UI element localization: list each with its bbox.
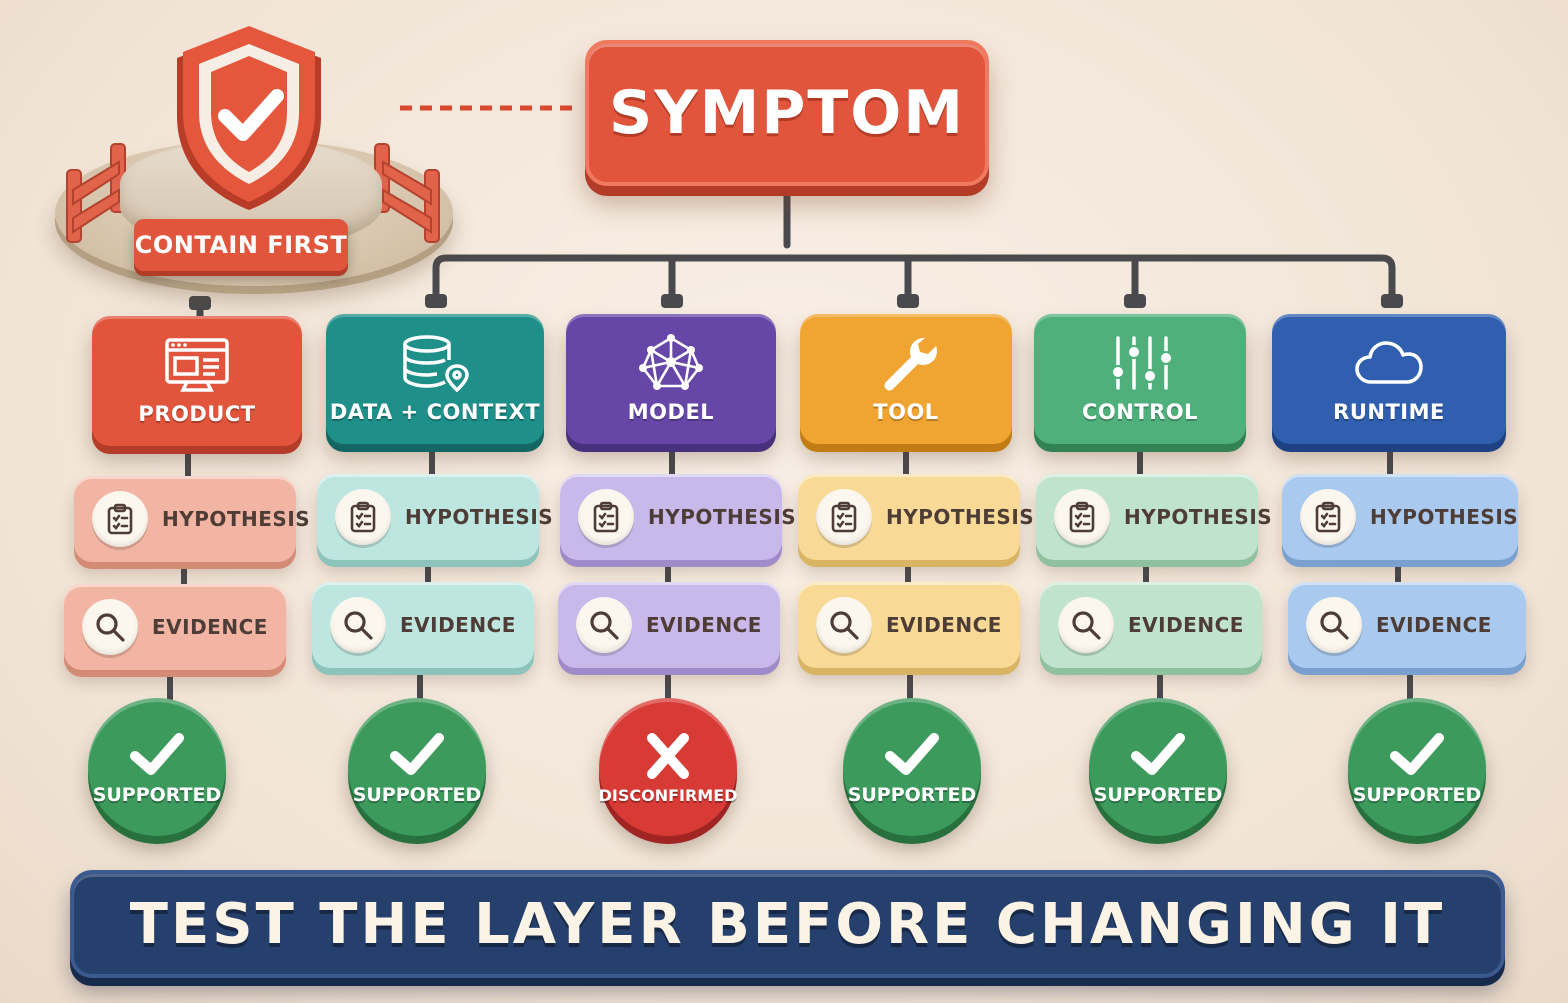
evidence-label: EVIDENCE [886, 613, 1002, 637]
hypothesis-label: HYPOTHESIS [648, 505, 797, 529]
hypothesis-label: HYPOTHESIS [886, 505, 1035, 529]
evidence-step[interactable]: EVIDENCE [558, 582, 780, 668]
layer-name: RUNTIME [1333, 400, 1445, 424]
layer-control[interactable]: CONTROL [1034, 314, 1246, 444]
verdict-badge: SUPPORTED [88, 698, 226, 836]
verdict-label: SUPPORTED [847, 784, 977, 806]
verdict-label: SUPPORTED [92, 784, 222, 806]
clipboard-icon [92, 491, 148, 547]
x-mark-icon [647, 732, 689, 779]
checkmark-icon [1131, 733, 1185, 775]
sliders-icon [1111, 336, 1173, 390]
symptom-label: SYMPTOM [609, 78, 965, 148]
checkmark-icon [1390, 733, 1444, 775]
wrench-icon [884, 337, 937, 391]
layer-name: MODEL [627, 400, 715, 424]
verdict-badge: SUPPORTED [1348, 698, 1486, 836]
symptom-node[interactable]: SYMPTOM [585, 40, 989, 186]
evidence-label: EVIDENCE [400, 613, 516, 637]
database-pin-icon [403, 335, 469, 392]
hypothesis-label: HYPOTHESIS [1370, 505, 1519, 529]
verdict-badge: DISCONFIRMED [599, 698, 737, 836]
evidence-step[interactable]: EVIDENCE [312, 582, 534, 668]
contain-first-label: CONTAIN FIRST [134, 219, 348, 271]
magnifier-icon [1058, 597, 1114, 653]
evidence-label: EVIDENCE [1376, 613, 1492, 637]
evidence-label: EVIDENCE [646, 613, 762, 637]
hypothesis-step[interactable]: HYPOTHESIS [1282, 474, 1518, 560]
hypothesis-step[interactable]: HYPOTHESIS [798, 474, 1034, 560]
verdict-label: DISCONFIRMED [598, 785, 738, 805]
magnifier-icon [816, 597, 872, 653]
hypothesis-label: HYPOTHESIS [1124, 505, 1273, 529]
browser-window-icon [165, 338, 229, 392]
clipboard-icon [335, 489, 391, 545]
shield-check-icon [177, 26, 321, 210]
footer-banner: TEST THE LAYER BEFORE CHANGING IT [70, 870, 1505, 978]
layer-data-context[interactable]: DATA + CONTEXT [326, 314, 544, 444]
verdict-badge: SUPPORTED [348, 698, 486, 836]
cloud-icon [1355, 341, 1423, 384]
clipboard-icon [1300, 489, 1356, 545]
verdict-label: SUPPORTED [352, 784, 482, 806]
checkmark-icon [390, 733, 444, 775]
evidence-label: EVIDENCE [1128, 613, 1244, 637]
verdict-label: SUPPORTED [1093, 784, 1223, 806]
layer-tool[interactable]: TOOL [800, 314, 1012, 444]
checkmark-icon [130, 733, 184, 775]
layer-name: CONTROL [1081, 400, 1199, 424]
layer-name: DATA + CONTEXT [329, 400, 541, 424]
hypothesis-step[interactable]: HYPOTHESIS [560, 474, 796, 560]
hypothesis-label: HYPOTHESIS [405, 505, 554, 529]
evidence-step[interactable]: EVIDENCE [1288, 582, 1526, 668]
hypothesis-step[interactable]: HYPOTHESIS [1036, 474, 1272, 560]
clipboard-icon [578, 489, 634, 545]
hypothesis-label: HYPOTHESIS [162, 507, 311, 531]
evidence-label: EVIDENCE [152, 615, 268, 639]
verdict-badge: SUPPORTED [843, 698, 981, 836]
hypothesis-step[interactable]: HYPOTHESIS [317, 474, 553, 560]
magnifier-icon [1306, 597, 1362, 653]
clipboard-icon [816, 489, 872, 545]
clipboard-icon [1054, 489, 1110, 545]
evidence-step[interactable]: EVIDENCE [64, 584, 286, 670]
layer-name: TOOL [873, 400, 939, 424]
evidence-step[interactable]: EVIDENCE [798, 582, 1020, 668]
layer-model[interactable]: MODEL [566, 314, 776, 444]
layer-product[interactable]: PRODUCT [92, 316, 302, 446]
magnifier-icon [82, 599, 138, 655]
banner-text: TEST THE LAYER BEFORE CHANGING IT [129, 891, 1446, 957]
magnifier-icon [330, 597, 386, 653]
magnifier-icon [576, 597, 632, 653]
evidence-step[interactable]: EVIDENCE [1040, 582, 1262, 668]
verdict-badge: SUPPORTED [1089, 698, 1227, 836]
hypothesis-step[interactable]: HYPOTHESIS [74, 476, 310, 562]
layer-name: PRODUCT [138, 402, 256, 426]
checkmark-icon [885, 733, 939, 775]
verdict-label: SUPPORTED [1352, 784, 1482, 806]
layer-runtime[interactable]: RUNTIME [1272, 314, 1506, 444]
neural-network-icon [639, 334, 703, 390]
